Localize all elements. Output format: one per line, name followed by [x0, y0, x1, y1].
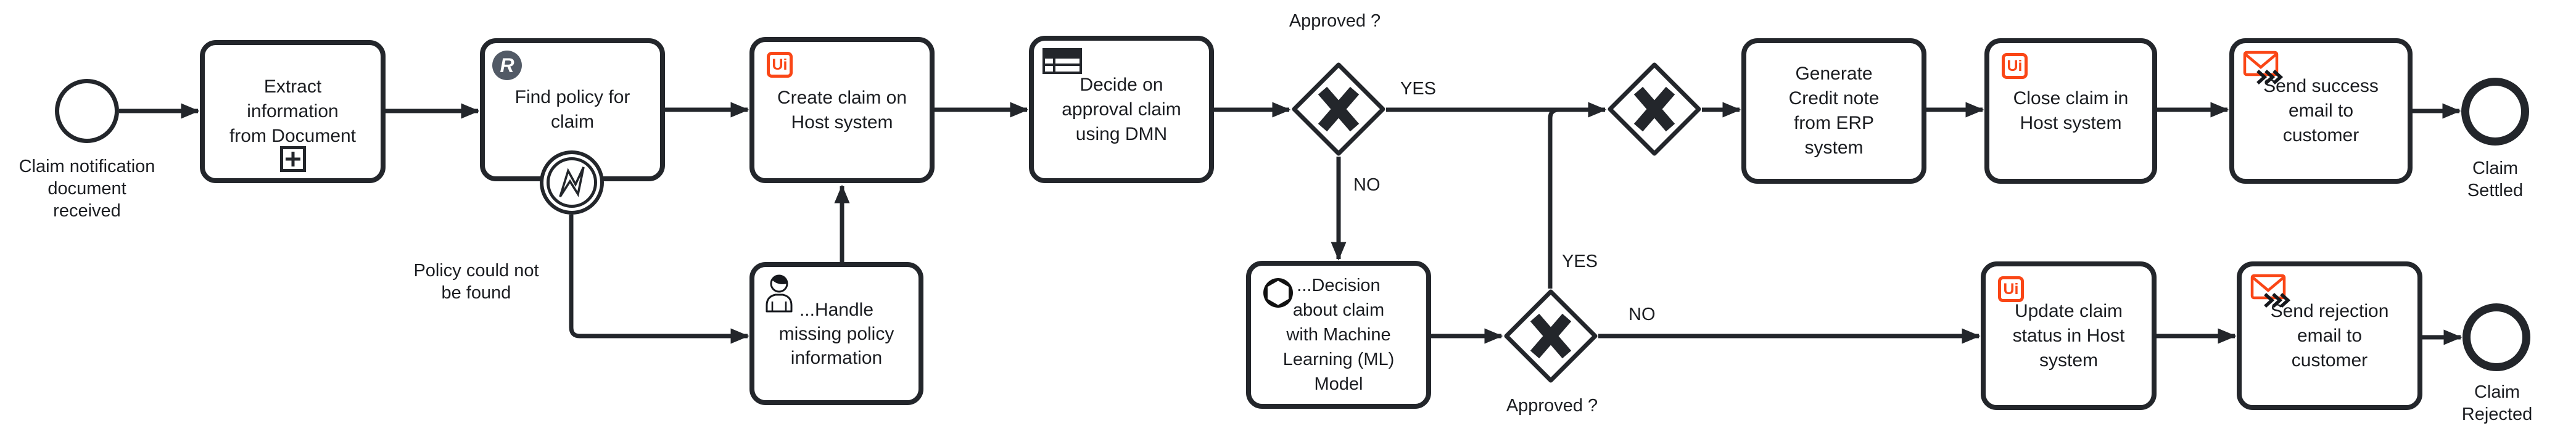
task-generate-credit-note[interactable]: Generate Credit note from ERP system: [1741, 38, 1926, 184]
error-event-inner-circle: [547, 157, 597, 208]
task-close-claim[interactable]: Ui Close claim in Host system: [1984, 38, 2157, 184]
task-send-success-email[interactable]: Send success email to customer: [2229, 38, 2413, 184]
gateway2-no-label: NO: [1629, 305, 1656, 324]
gateway2-yes-label: YES: [1562, 252, 1598, 271]
task-label: Find policy for claim: [514, 87, 630, 132]
task-extract-information[interactable]: Extract information from Document: [200, 40, 386, 183]
send-email-icon: [2250, 274, 2291, 308]
task-label: ...Decision about claim with Machine Lea…: [1282, 276, 1395, 394]
task-label: ...Handle missing policy information: [778, 299, 894, 368]
task-update-claim-status[interactable]: Ui Update claim status in Host system: [1981, 261, 2157, 410]
uipath-icon: Ui: [767, 52, 793, 78]
gateway2-label: Approved ?: [1506, 396, 1598, 416]
flow-gateway2-yes-up: [1548, 107, 1579, 289]
user-icon: [766, 274, 793, 313]
start-event[interactable]: [55, 79, 119, 143]
openai-icon: [1263, 278, 1293, 308]
rpa-robot-badge-icon: R: [492, 51, 522, 80]
gateway-approved-1[interactable]: [1291, 62, 1386, 157]
uipath-icon: Ui: [2002, 53, 2028, 79]
task-ml-decision[interactable]: ...Decision about claim with Machine Lea…: [1246, 261, 1431, 409]
end-settled-label: Claim Settled: [2467, 158, 2524, 200]
start-event-label: Claim notification document received: [19, 157, 155, 221]
task-label: Decide on approval claim using DMN: [1062, 74, 1181, 144]
task-send-rejection-email[interactable]: Send rejection email to customer: [2237, 261, 2422, 410]
task-label: Close claim in Host system: [2013, 88, 2129, 133]
decision-table-icon: [1042, 48, 1082, 74]
boundary-error-event[interactable]: [540, 150, 604, 215]
task-label: Send success email to customer: [2263, 76, 2379, 146]
boundary-error-label: Policy could not be found: [413, 261, 539, 303]
task-decide-dmn[interactable]: Decide on approval claim using DMN: [1029, 36, 1214, 183]
task-label: Create claim on Host system: [777, 87, 907, 133]
flow-error-to-handlemissing: [569, 215, 749, 344]
task-label: Update claim status in Host system: [2012, 300, 2125, 371]
subprocess-plus-icon: [279, 146, 306, 172]
task-label: Send rejection email to customer: [2270, 300, 2389, 371]
gateway1-no-label: NO: [1353, 175, 1381, 195]
task-label: Generate Credit note from ERP system: [1788, 64, 1880, 158]
send-email-icon: [2243, 51, 2284, 85]
task-create-claim[interactable]: Ui Create claim on Host system: [749, 37, 935, 183]
gateway1-yes-label: YES: [1400, 79, 1437, 99]
end-event-settled[interactable]: [2461, 78, 2529, 146]
gateway1-label: Approved ?: [1289, 11, 1381, 31]
uipath-icon: Ui: [1998, 276, 2024, 302]
task-handle-missing-policy[interactable]: ...Handle missing policy information: [749, 262, 923, 405]
end-rejected-label: Claim Rejected: [2461, 382, 2533, 424]
end-event-rejected[interactable]: [2462, 303, 2530, 371]
error-event-icon: [559, 166, 585, 197]
gateway-merge[interactable]: [1607, 62, 1702, 157]
gateway-approved-2[interactable]: [1503, 289, 1598, 384]
task-label: Extract information from Document: [229, 76, 357, 146]
